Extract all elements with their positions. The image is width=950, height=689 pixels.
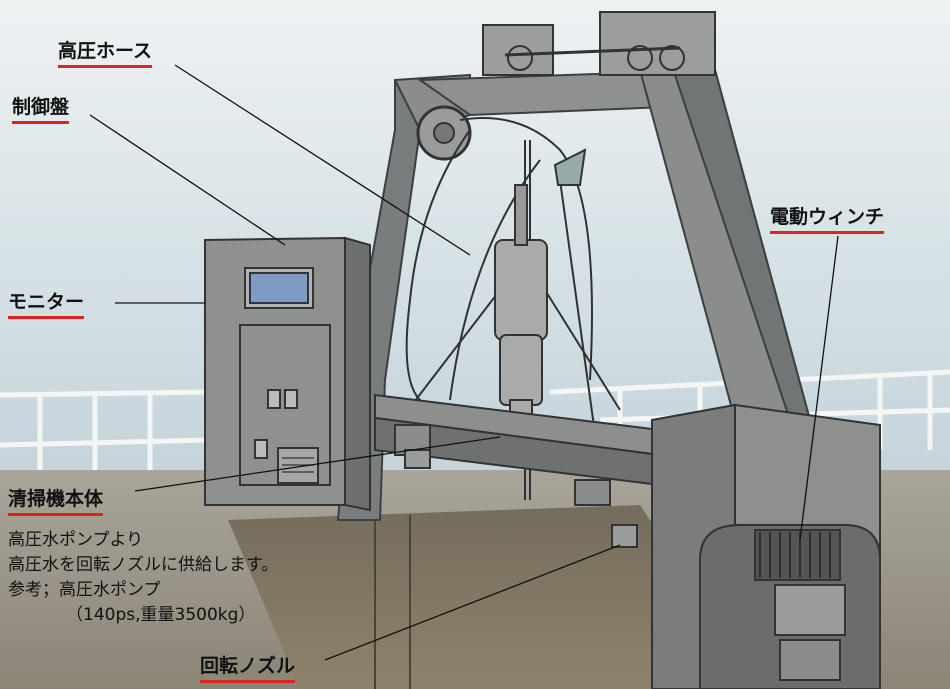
label-underline xyxy=(8,316,85,319)
note-line-4: （140ps,重量3500kg） xyxy=(66,605,256,625)
leader-lines xyxy=(89,64,839,661)
label-control-panel: 制御盤 xyxy=(12,96,70,124)
label-text: 回転ノズル xyxy=(200,655,296,677)
cleaner-beam xyxy=(374,393,661,548)
control-cabinet xyxy=(204,236,371,512)
label-high-pressure-hose: 高圧ホース xyxy=(58,40,153,68)
label-text: モニター xyxy=(8,291,85,313)
note-line-3: 参考；高圧水ポンプ xyxy=(8,580,161,600)
label-monitor: モニター xyxy=(8,291,85,319)
leader-control-panel xyxy=(89,114,286,246)
label-rotary-nozzle: 回転ノズル xyxy=(200,655,296,683)
label-underline xyxy=(12,121,70,124)
label-underline xyxy=(200,680,296,683)
label-text: 電動ウィンチ xyxy=(770,206,885,228)
label-text: 制御盤 xyxy=(12,96,70,118)
pit-opening xyxy=(228,505,760,689)
note-line-1: 高圧水ポンプより xyxy=(8,530,144,550)
label-underline xyxy=(58,65,153,68)
leader-nozzle xyxy=(324,544,621,661)
label-underline xyxy=(770,231,885,234)
nozzle-column xyxy=(494,148,587,426)
label-text: 高圧ホース xyxy=(58,40,153,62)
label-text: 清掃機本体 xyxy=(8,488,104,510)
pulley-boxes xyxy=(482,11,716,76)
note-line-2: 高圧水を回転ノズルに供給します。 xyxy=(8,555,279,575)
railing-left xyxy=(0,389,211,470)
pump-note: 高圧水ポンプより 高圧水を回転ノズルに供給します。 参考；高圧水ポンプ （140… xyxy=(8,528,278,628)
label-cleaner-body: 清掃機本体 xyxy=(8,488,104,516)
leader-winch xyxy=(799,235,839,541)
label-electric-winch: 電動ウィンチ xyxy=(770,206,885,234)
leader-hose xyxy=(174,64,471,256)
winch-housing xyxy=(651,403,881,689)
label-underline xyxy=(8,513,104,516)
leader-cleaner-body xyxy=(134,436,501,492)
